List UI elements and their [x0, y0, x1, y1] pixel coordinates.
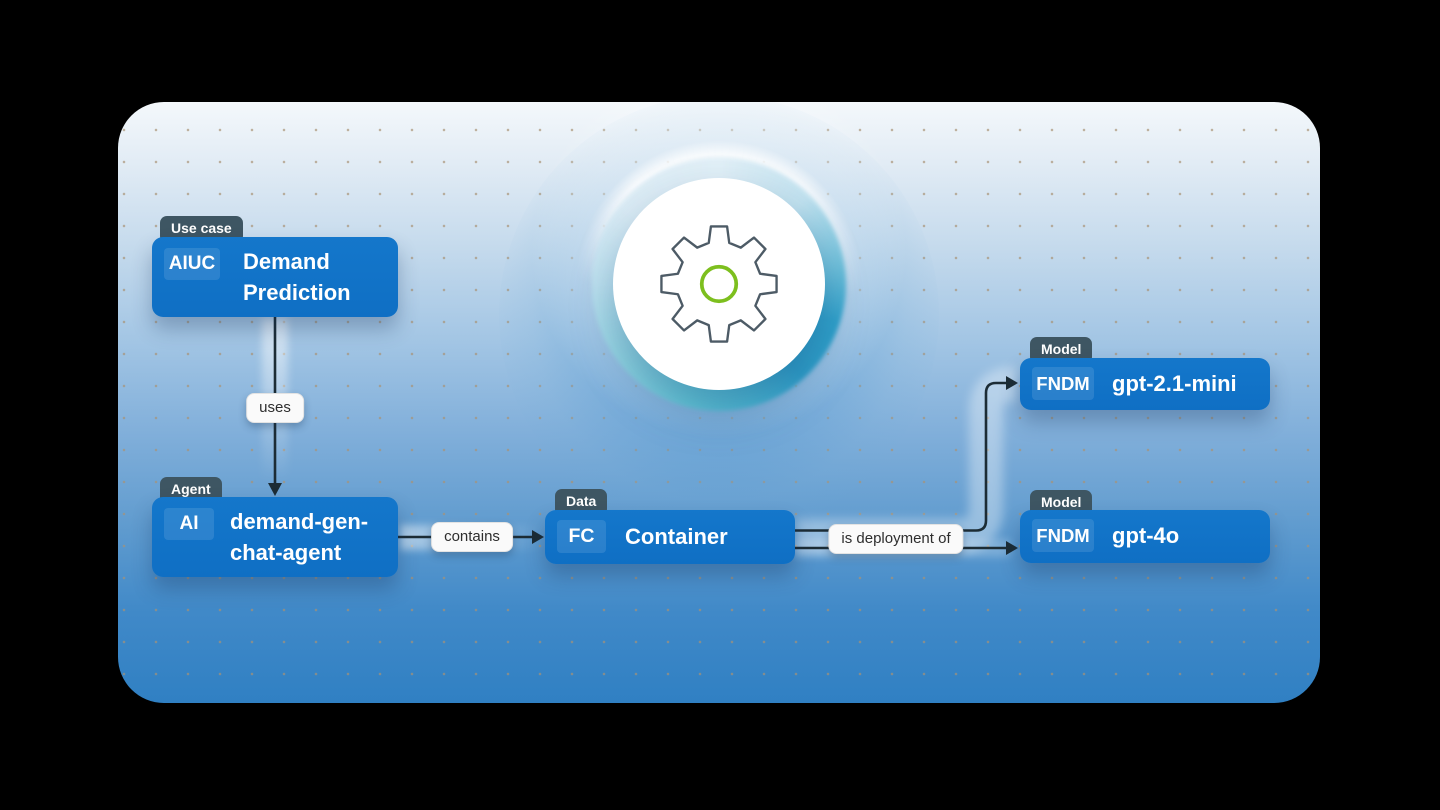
model-1-node[interactable]: FNDM gpt-2.1-mini [1020, 358, 1270, 410]
agent-label: demand-gen-chat-agent [230, 509, 369, 565]
agent-node[interactable]: AI demand-gen-chat-agent [152, 497, 398, 577]
gear-icon [660, 225, 778, 343]
data-type-badge: FC [557, 520, 606, 553]
uses-edge-label: uses [246, 393, 304, 423]
gear-hub [613, 178, 825, 390]
deploy-edge-1 [795, 381, 1008, 532]
contains-arrowhead [532, 530, 544, 544]
model-2-node[interactable]: FNDM gpt-4o [1020, 510, 1270, 563]
use-case-label: Demand Prediction [243, 249, 351, 305]
model-1-label: gpt-2.1-mini [1112, 371, 1237, 396]
gear-center-dot [699, 264, 739, 304]
use-case-type-badge: AIUC [164, 248, 220, 280]
uses-arrowhead [268, 483, 282, 496]
agent-type-badge: AI [164, 508, 214, 540]
deploy-edge-glow [795, 367, 1016, 553]
model-1-type-badge: FNDM [1032, 367, 1094, 400]
deploy2-arrowhead [1006, 541, 1018, 555]
deploy-edge-label: is deployment of [828, 524, 964, 554]
data-label: Container [625, 524, 728, 549]
contains-edge-label: contains [431, 522, 513, 552]
data-node[interactable]: FC Container [545, 510, 795, 564]
model-2-type-badge: FNDM [1032, 519, 1094, 552]
use-case-node[interactable]: AIUC Demand Prediction [152, 237, 398, 317]
deploy1-arrowhead [1006, 376, 1018, 390]
model-2-label: gpt-4o [1112, 523, 1180, 548]
